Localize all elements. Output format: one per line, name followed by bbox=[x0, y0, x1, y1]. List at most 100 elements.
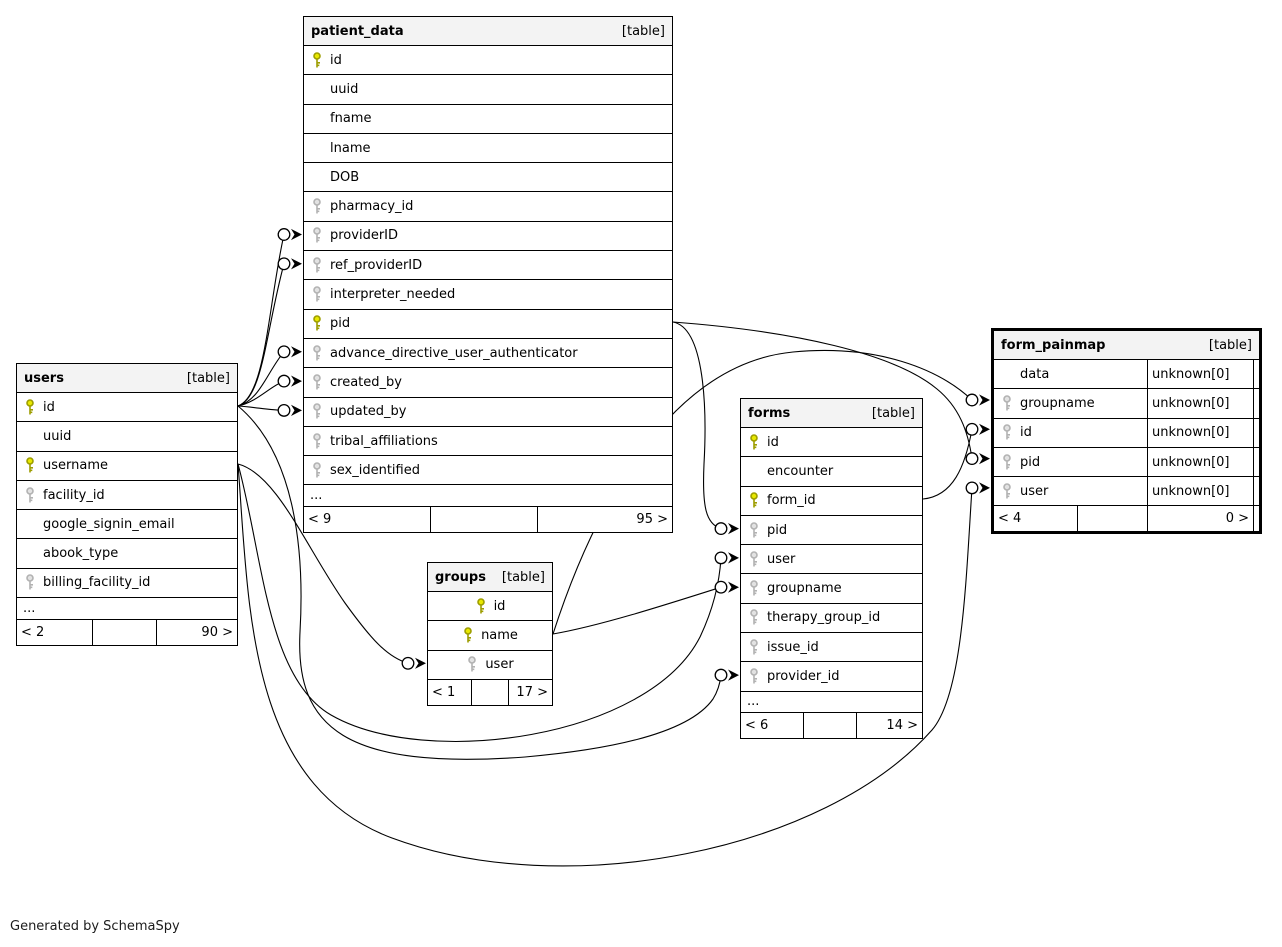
arrowhead-icon bbox=[728, 552, 739, 564]
column-label: fname bbox=[330, 111, 372, 127]
table-name[interactable]: patient_data bbox=[311, 23, 404, 39]
edge-users-id-to-forms-provider_id bbox=[237, 405, 722, 760]
footer-parents-count: < 4 bbox=[994, 506, 1077, 531]
table-footer: < 4 0 > bbox=[994, 505, 1259, 532]
column-type: unknown[0] bbox=[1147, 360, 1253, 389]
zero-many-circle bbox=[714, 551, 728, 565]
column-row-lname: lname bbox=[304, 132, 672, 162]
primary-key-icon bbox=[313, 51, 321, 68]
fk-endpoint-patient_data-ref_providerID bbox=[277, 257, 302, 271]
column-row-id: id bbox=[428, 591, 552, 620]
foreign-key-icon bbox=[313, 256, 321, 273]
column-label: id bbox=[1020, 425, 1032, 441]
column-row-google_signin_email: google_signin_email bbox=[17, 509, 237, 538]
foreign-key-icon bbox=[1003, 453, 1011, 470]
zero-many-circle bbox=[714, 668, 728, 682]
arrowhead-icon bbox=[979, 394, 990, 406]
footer-parents-count: < 2 bbox=[17, 620, 92, 645]
column-row-sex_identified: sex_identified bbox=[304, 455, 672, 484]
arrowhead-icon bbox=[291, 258, 302, 270]
table-name[interactable]: users bbox=[24, 370, 64, 386]
zero-many-circle bbox=[714, 580, 728, 594]
key-spacer bbox=[24, 553, 36, 554]
edge-users-id-to-patient_data-ref_providerID bbox=[237, 263, 285, 407]
column-label: updated_by bbox=[330, 404, 407, 420]
fk-endpoint-patient_data-updated_by bbox=[277, 403, 302, 417]
column-row-created_by: created_by bbox=[304, 367, 672, 396]
key-spacer bbox=[311, 148, 323, 149]
foreign-key-icon bbox=[26, 574, 34, 590]
footer-text: < 2 bbox=[21, 624, 45, 640]
zero-many-circle bbox=[965, 452, 979, 466]
foreign-key-icon bbox=[750, 521, 758, 538]
table-name[interactable]: form_painmap bbox=[1001, 337, 1106, 353]
arrowhead-icon bbox=[291, 375, 302, 387]
column-name-cell: data bbox=[994, 360, 1147, 388]
foreign-key-icon bbox=[1003, 483, 1011, 499]
column-label: groupname bbox=[1020, 395, 1095, 411]
column-label: id bbox=[493, 598, 506, 614]
zero-many-circle bbox=[277, 257, 291, 271]
primary-key-icon bbox=[464, 627, 472, 643]
arrowhead-icon bbox=[291, 228, 302, 241]
arrowhead-icon bbox=[979, 453, 990, 465]
arrowhead-icon bbox=[415, 657, 426, 669]
table-header: forms[table] bbox=[741, 399, 922, 427]
column-row-issue_id: issue_id bbox=[741, 632, 922, 661]
table-header: groups[table] bbox=[428, 563, 552, 591]
zero-many-circle bbox=[965, 422, 979, 436]
edge-patient_data-pid-to-forms-pid bbox=[672, 321, 722, 530]
table-name[interactable]: groups bbox=[435, 569, 486, 585]
column-label: groupname bbox=[767, 581, 842, 597]
primary-key-icon bbox=[26, 398, 34, 415]
foreign-key-icon bbox=[313, 403, 321, 419]
arrowhead-icon bbox=[728, 669, 739, 681]
arrowhead-icon bbox=[291, 346, 302, 358]
footer-spacer bbox=[803, 713, 856, 739]
column-row-name: name bbox=[428, 620, 552, 649]
column-row-uuid: uuid bbox=[17, 421, 237, 450]
column-row-form_id: form_id bbox=[741, 485, 922, 515]
fk-endpoint-forms-provider_id bbox=[714, 668, 739, 682]
fk-endpoint-forms-user bbox=[714, 551, 739, 565]
fk-endpoint-forms-groupname bbox=[714, 580, 739, 594]
zero-many-circle bbox=[277, 345, 291, 359]
column-row-id: id bbox=[17, 392, 237, 421]
footer-text: 14 > bbox=[886, 718, 918, 734]
edge-forms-form_id-to-form_painmap-id bbox=[922, 429, 973, 500]
column-row-uuid: uuid bbox=[304, 74, 672, 103]
foreign-key-icon bbox=[313, 432, 321, 448]
column-row-facility_id: facility_id bbox=[17, 479, 237, 509]
footer-children-count: 0 > bbox=[1147, 506, 1253, 532]
more-columns-ellipsis: ... bbox=[741, 690, 922, 713]
fk-endpoint-form_painmap-id bbox=[965, 422, 990, 436]
foreign-key-icon bbox=[313, 198, 321, 214]
arrowhead-icon bbox=[728, 581, 739, 593]
foreign-key-icon bbox=[313, 374, 321, 390]
edge-users-username-to-form_painmap-user bbox=[237, 463, 973, 867]
footer-spacer bbox=[92, 619, 156, 645]
column-name-cell: groupname bbox=[994, 389, 1147, 417]
arrowhead-icon bbox=[291, 404, 302, 416]
spacer-strip bbox=[1253, 418, 1259, 447]
spacer-strip bbox=[1253, 389, 1259, 418]
table-name[interactable]: forms bbox=[748, 405, 791, 421]
footer-text: 95 > bbox=[636, 511, 668, 527]
fk-endpoint-form_painmap-groupname bbox=[965, 393, 990, 407]
zero-many-circle bbox=[277, 228, 291, 241]
column-label: name bbox=[481, 627, 518, 643]
column-label: uuid bbox=[330, 81, 359, 97]
footer-spacer bbox=[471, 679, 508, 705]
edge-patient_data-pid-to-form_painmap-pid bbox=[672, 321, 973, 459]
column-row-user: user bbox=[428, 649, 552, 679]
primary-key-icon bbox=[476, 597, 485, 614]
